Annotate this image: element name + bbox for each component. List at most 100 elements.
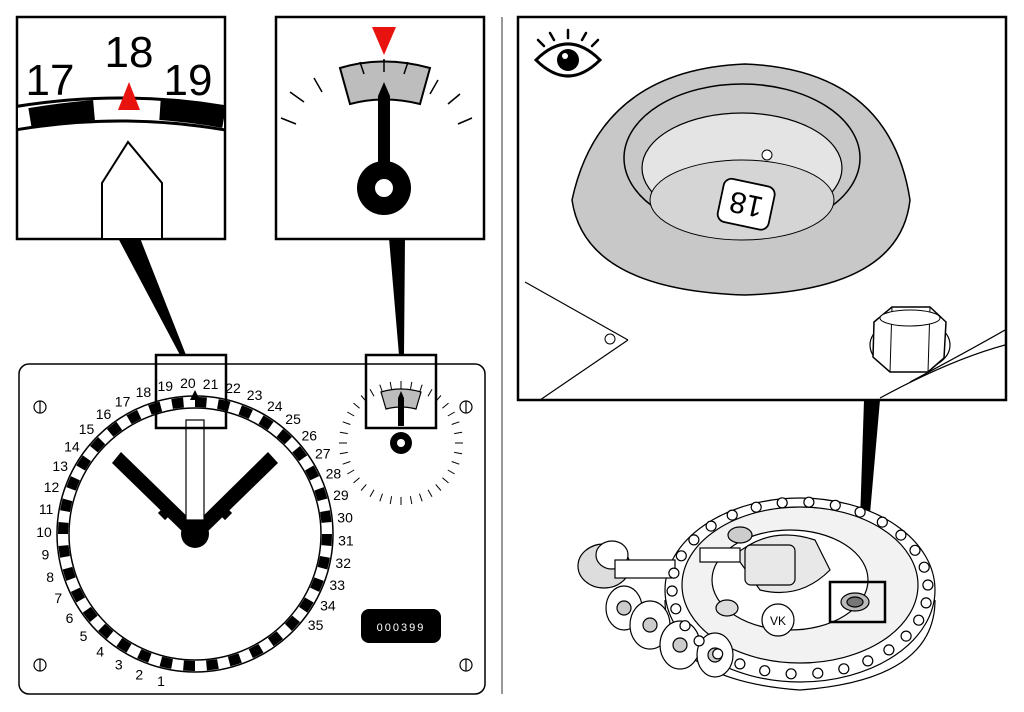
dial-hand-left	[112, 452, 198, 538]
dial-ring-segment	[310, 577, 324, 592]
flange-bolt	[675, 550, 687, 562]
dial-ring-segment	[248, 643, 264, 659]
dial-number-16: 16	[96, 406, 112, 422]
dial-number-24: 24	[267, 398, 283, 414]
dial-ring-segment	[321, 534, 332, 546]
inspection-source-box	[828, 580, 887, 624]
dial-number-25: 25	[285, 411, 301, 427]
callout-pointer-gauge	[389, 238, 405, 355]
dial-ring-segment	[90, 437, 106, 453]
dial-number-19: 19	[158, 378, 174, 394]
gauge-tick	[342, 461, 351, 465]
hour-counter: 000399	[361, 609, 441, 643]
dial-number-1: 1	[157, 673, 165, 689]
dial-hand-right	[192, 452, 278, 538]
dial-ring-segment	[137, 649, 152, 663]
dial-number-22: 22	[225, 380, 241, 396]
dial-number-5: 5	[80, 628, 88, 644]
dial-number-7: 7	[54, 590, 62, 606]
gauge-tick	[353, 402, 360, 409]
dial-number-33: 33	[329, 577, 345, 593]
gauge-tick	[347, 411, 355, 417]
dial-ring-segment	[82, 606, 98, 623]
dial-ring-segment	[314, 487, 328, 502]
zoom-dial-number-17: 17	[26, 56, 75, 105]
dial-number-20: 20	[180, 375, 196, 391]
flange-bolt	[913, 614, 925, 626]
flange-bolt	[918, 561, 930, 573]
flange-bolt	[693, 635, 705, 647]
dial-number-17: 17	[115, 394, 131, 410]
dial-ring-segment	[60, 498, 73, 512]
gauge-tick	[427, 389, 433, 397]
dial-number-8: 8	[46, 569, 54, 585]
dial-ring-segment	[126, 409, 142, 425]
flange-bolt	[668, 567, 680, 579]
counter-value: 000399	[377, 622, 426, 634]
dial-ring-segment	[58, 545, 70, 558]
gauge-tick	[379, 384, 383, 393]
dial-number-10: 10	[36, 524, 52, 540]
flange-bolt	[785, 668, 797, 680]
dial-ring-segment	[98, 623, 114, 639]
flange-bolt	[670, 603, 682, 615]
flange-bolt	[838, 663, 850, 675]
dial-ring-segment	[116, 638, 132, 653]
dial-ring-segment	[284, 615, 300, 631]
gauge-tick	[409, 496, 413, 505]
small-gauge	[339, 381, 463, 505]
flange-bolt	[829, 499, 841, 511]
flange-bolt	[712, 648, 724, 660]
dial-number-30: 30	[337, 510, 353, 526]
flange-bolt	[900, 630, 912, 642]
dial-ring-segment	[183, 660, 195, 671]
dial-ring-segment	[320, 510, 332, 523]
dial-zoom-source-box	[154, 353, 228, 430]
gauge-tick	[442, 477, 449, 484]
dial-ring-segment	[227, 653, 242, 667]
flange-bolt	[803, 496, 815, 508]
gauge-tick	[369, 389, 375, 397]
dial-number-12: 12	[44, 479, 60, 495]
flange-bolt	[854, 506, 866, 518]
inspection-closeup: 18	[516, 15, 1008, 402]
gauge-tick	[389, 496, 393, 505]
gauge-tick	[419, 384, 423, 393]
gauge-tick	[369, 489, 375, 497]
gauge-tick	[442, 402, 449, 409]
dial-ring-segment	[62, 566, 76, 581]
flange-bolt	[666, 585, 678, 597]
zoom-dial-closeup: 17 18 19	[15, 15, 227, 241]
flange-bolt	[895, 529, 907, 541]
gauge-tick	[347, 469, 355, 475]
dial-ring-segment	[317, 556, 330, 570]
flange-bolt	[862, 655, 874, 667]
dial-ring-segment	[238, 405, 253, 419]
gauge-tick	[419, 493, 423, 502]
dial-number-28: 28	[326, 466, 342, 482]
flange-bolt	[688, 534, 700, 546]
dial-number-32: 32	[335, 555, 351, 571]
eye-icon	[533, 28, 603, 78]
dial-ring-segment	[292, 445, 308, 462]
gauge-tick	[454, 431, 463, 435]
flange-bolt	[909, 544, 921, 556]
dial-number-15: 15	[79, 421, 95, 437]
flange-bolt	[776, 497, 788, 509]
dial-ring-segment	[258, 415, 274, 430]
equipment-overview: VK	[577, 496, 936, 691]
gauge-zoom-source-box	[364, 353, 438, 430]
dial-hub	[181, 520, 209, 548]
dial-ring-segment	[70, 587, 86, 603]
gauge-tick	[353, 477, 360, 484]
dial-number-26: 26	[302, 427, 318, 443]
gauge-tick	[447, 469, 455, 475]
gauge-tick	[427, 489, 433, 497]
dial-ring-segment	[106, 421, 123, 437]
dial-number-27: 27	[315, 446, 331, 462]
dial-number-2: 2	[135, 666, 143, 682]
